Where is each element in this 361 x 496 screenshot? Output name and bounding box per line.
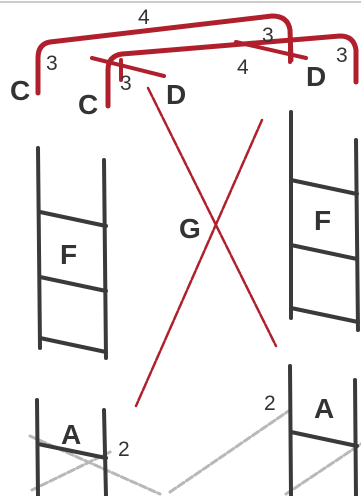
- label-d-left: D: [166, 79, 186, 110]
- label-f-left: F: [60, 239, 77, 270]
- callout-end-right-top: 3: [262, 24, 274, 47]
- callout-base-left: 2: [118, 438, 130, 461]
- callout-rail-top: 4: [138, 6, 150, 29]
- callout-base-right: 2: [264, 392, 276, 415]
- label-d-right: D: [306, 61, 326, 92]
- ladder-frame-left: [36, 146, 108, 360]
- label-c-inner: C: [78, 89, 98, 120]
- label-a-right: A: [314, 393, 334, 424]
- cross-brace-g: [134, 86, 278, 408]
- toeboard-d: [90, 40, 308, 82]
- callout-end-left-outer: 3: [46, 52, 58, 75]
- base-frame-left: [28, 398, 162, 496]
- label-c-left: C: [10, 75, 30, 106]
- callout-rail-mid: 4: [237, 56, 249, 79]
- label-f-right: F: [314, 205, 331, 236]
- guard-rail-outer: [35, 13, 294, 96]
- callout-end-right-outer: 3: [336, 44, 348, 67]
- base-frame-right: [168, 364, 361, 496]
- label-g: G: [179, 213, 201, 244]
- label-a-left: A: [61, 419, 81, 450]
- ladder-frame-right: [289, 110, 360, 332]
- callout-end-left-inner: 3: [120, 72, 132, 95]
